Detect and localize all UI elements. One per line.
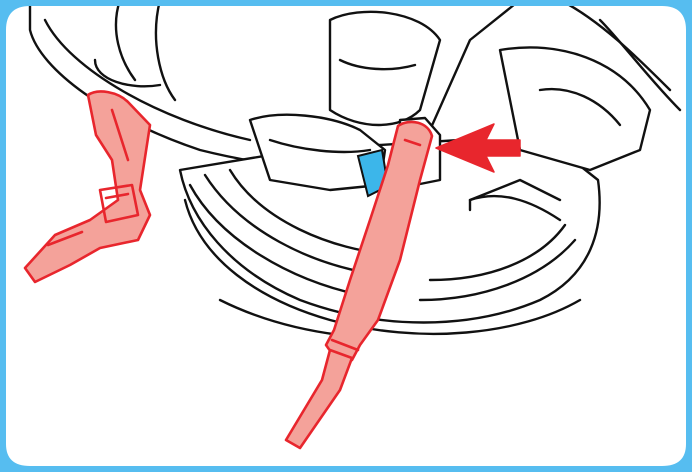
left-latch-strap	[25, 91, 150, 282]
